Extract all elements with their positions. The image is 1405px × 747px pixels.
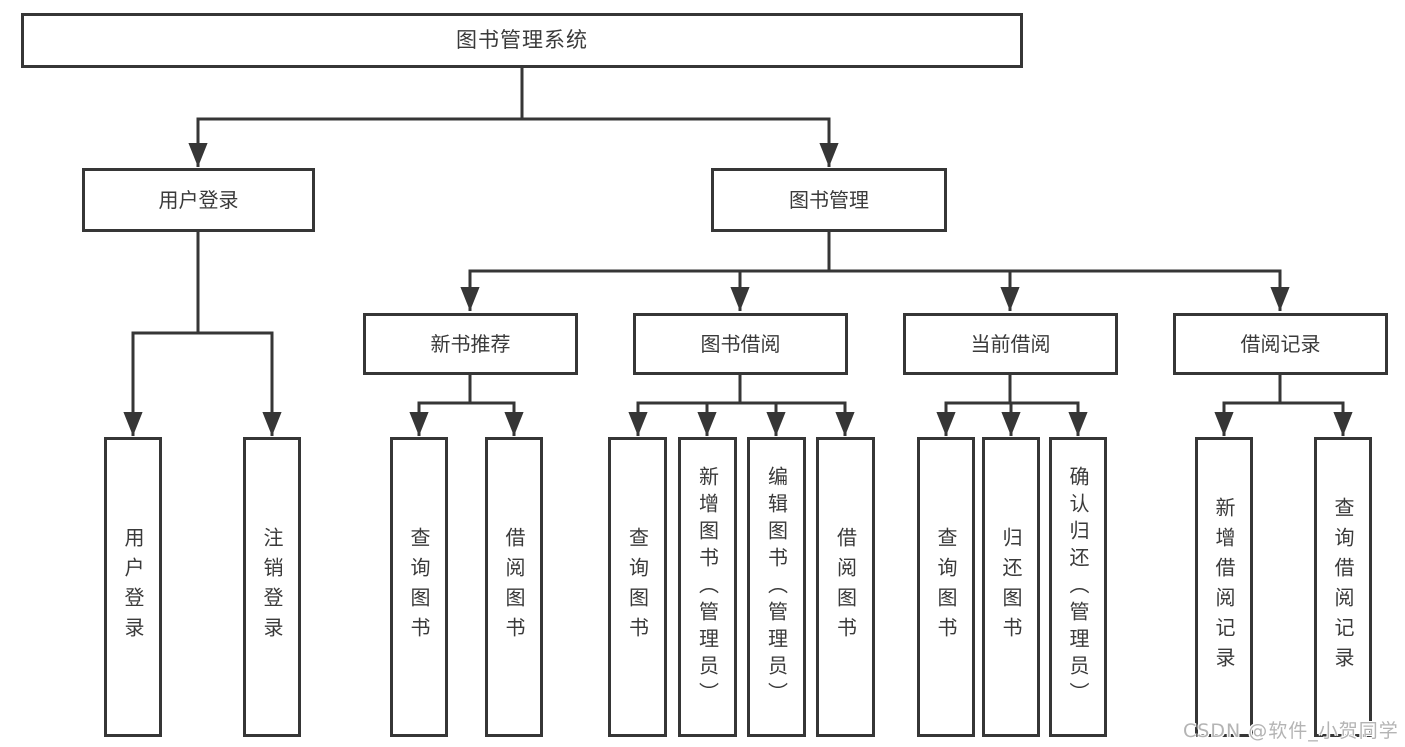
node-label: 图书管理	[789, 188, 869, 212]
leaf-return-books: 归还图书	[982, 437, 1040, 737]
node-label: 查询图书	[407, 527, 431, 647]
leaf-add-books-admin: 新增图书（管理员）	[678, 437, 737, 737]
node-label: 新书推荐	[430, 332, 511, 356]
leaf-query-books-borrowing: 查询图书	[608, 437, 667, 737]
node-library-management-system: 图书管理系统	[21, 13, 1023, 68]
node-label: 查询图书	[934, 527, 958, 647]
node-label: 新增借阅记录	[1212, 497, 1236, 677]
node-user-login: 用户登录	[82, 168, 315, 232]
node-label: 借阅记录	[1240, 332, 1321, 356]
node-label: 归还图书	[999, 527, 1023, 647]
node-borrowing-records: 借阅记录	[1173, 313, 1388, 375]
node-label: 借阅图书	[833, 527, 858, 647]
node-label: 查询图书	[625, 527, 650, 647]
node-label: 用户登录	[158, 188, 239, 212]
leaf-user-login: 用户登录	[104, 437, 162, 737]
node-label: 借阅图书	[502, 527, 526, 647]
node-book-borrowing: 图书借阅	[633, 313, 848, 375]
leaf-logout: 注销登录	[243, 437, 301, 737]
node-new-book-recommendation: 新书推荐	[363, 313, 578, 375]
leaf-query-books-current: 查询图书	[917, 437, 975, 737]
leaf-query-borrow-record: 查询借阅记录	[1314, 437, 1372, 737]
node-label: 确认归还（管理员）	[1066, 465, 1090, 709]
leaf-confirm-return-admin: 确认归还（管理员）	[1049, 437, 1107, 737]
node-label: 图书借阅	[700, 332, 781, 356]
node-label: 新增图书（管理员）	[695, 465, 720, 709]
leaf-borrow-books: 借阅图书	[816, 437, 875, 737]
leaf-query-books-recommend: 查询图书	[390, 437, 448, 737]
node-current-borrowing: 当前借阅	[903, 313, 1118, 375]
node-label: 用户登录	[121, 527, 145, 647]
node-label: 查询借阅记录	[1331, 497, 1355, 677]
csdn-watermark: CSDN @软件_小贺同学	[1183, 720, 1399, 742]
node-label: 注销登录	[260, 527, 284, 647]
leaf-borrow-books-recommend: 借阅图书	[485, 437, 543, 737]
node-label: 编辑图书（管理员）	[764, 465, 789, 709]
leaf-edit-books-admin: 编辑图书（管理员）	[747, 437, 806, 737]
node-label: 当前借阅	[970, 332, 1051, 356]
leaf-add-borrow-record: 新增借阅记录	[1195, 437, 1253, 737]
node-book-management: 图书管理	[711, 168, 947, 232]
node-label: 图书管理系统	[456, 28, 588, 52]
